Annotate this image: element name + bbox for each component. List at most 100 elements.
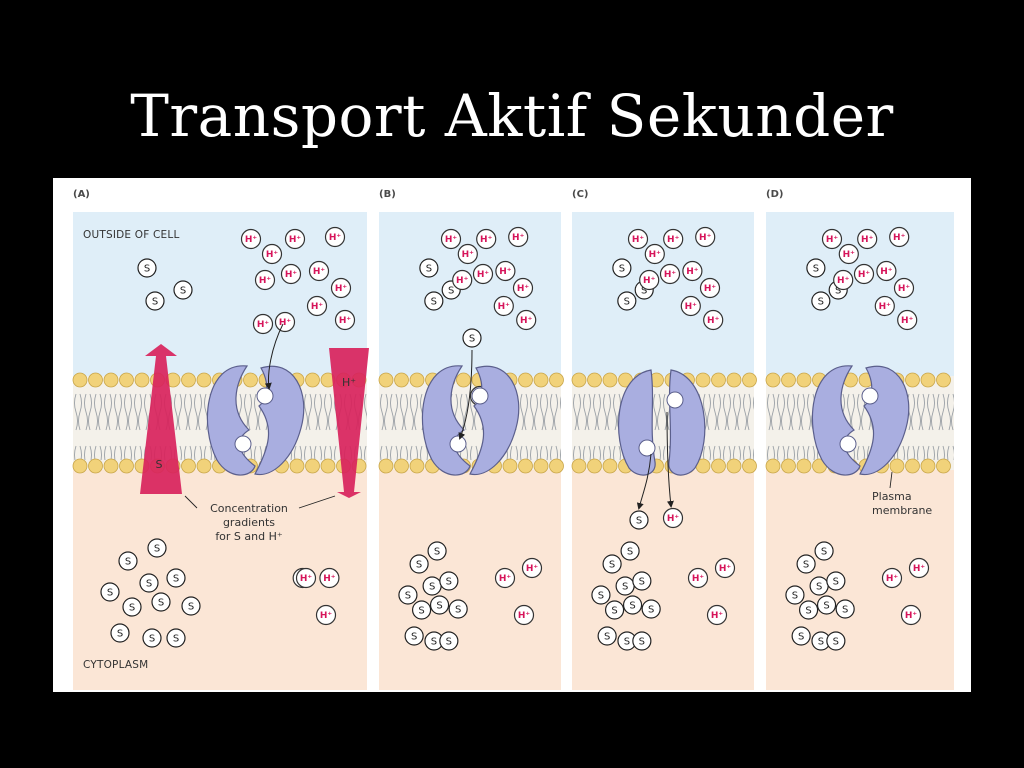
substrate-label: S	[149, 634, 155, 645]
substrate-label: S	[173, 574, 179, 585]
substrate-molecule: S	[122, 597, 142, 617]
substrate-label: S	[469, 334, 475, 345]
substrate-label: S	[180, 286, 186, 297]
proton-molecule: H⁺	[881, 567, 903, 589]
proton-label: H⁺	[886, 574, 899, 584]
substrate-label: S	[429, 582, 435, 593]
proton-molecule: H⁺	[853, 263, 875, 285]
substrate-molecule: S	[429, 595, 450, 615]
substrate-label: S	[173, 634, 179, 645]
proton-label: H⁺	[704, 284, 717, 294]
proton-label: H⁺	[719, 564, 732, 574]
lipid-tails	[379, 386, 561, 460]
substrate-label: S	[818, 637, 824, 648]
substrate-molecule: S	[422, 576, 442, 596]
proton-binding-site	[471, 387, 489, 405]
proton-label: H⁺	[289, 235, 302, 245]
substrate-label: S	[129, 603, 135, 614]
proton-molecule: H⁺	[452, 269, 473, 291]
protein-left-subunit	[811, 365, 861, 476]
substrate-label: S	[624, 637, 630, 648]
proton-label: H⁺	[879, 302, 892, 312]
substrate-molecule: S	[448, 599, 468, 619]
proton-molecule: H⁺	[315, 604, 337, 626]
substrate-label: S	[636, 516, 642, 527]
proton-label: H⁺	[880, 267, 893, 277]
substrate-label: S	[611, 606, 617, 617]
substrate-molecule: S	[110, 623, 130, 643]
proton-label: H⁺	[861, 235, 874, 245]
substrate-molecule: S	[798, 600, 819, 620]
proton-label: H⁺	[320, 611, 333, 621]
proton-molecule: H⁺	[319, 567, 340, 589]
substrate-molecule: S	[809, 576, 829, 596]
substrate-label: S	[803, 560, 809, 571]
substrate-molecule: S	[142, 628, 162, 648]
substrate-binding-site	[449, 435, 467, 453]
substrate-molecule: S	[411, 600, 432, 620]
substrate-label: S	[798, 632, 804, 643]
proton-molecule: H⁺	[334, 309, 356, 331]
substrate-molecule: S	[439, 631, 459, 651]
proton-label: H⁺	[445, 235, 458, 245]
substrate-label: S	[624, 297, 630, 308]
proton-molecule: H⁺	[838, 243, 859, 265]
substrate-label: S	[805, 606, 811, 617]
substrate-molecule: S	[602, 554, 622, 574]
proton-molecule: H⁺	[240, 228, 262, 250]
proton-molecule: H⁺	[513, 604, 535, 626]
proton-molecule: H⁺	[457, 243, 478, 265]
substrate-molecule: S	[811, 291, 831, 311]
proton-label: H⁺	[517, 284, 530, 294]
substrate-molecule: S	[612, 258, 632, 278]
substrate-molecule: S	[620, 541, 640, 561]
proton-molecule: H⁺	[495, 260, 516, 282]
substrate-label: S	[125, 557, 131, 568]
gradient-pointer-left	[184, 495, 198, 509]
substrate-label: S	[152, 297, 158, 308]
substrate-label: S	[446, 637, 452, 648]
gradient-caption-line: for S and H⁺	[215, 530, 283, 543]
substrate-molecule: S	[826, 571, 846, 591]
membrane-caption-line: membrane	[872, 504, 932, 517]
substrate-label: S	[436, 601, 442, 612]
proton-label: H⁺	[667, 514, 680, 524]
substrate-molecule: S	[796, 554, 816, 574]
substrate-binding-site	[234, 435, 252, 453]
proton-label: H⁺	[632, 235, 645, 245]
proton-molecule: H⁺	[254, 269, 276, 291]
substrate-label: S	[639, 577, 645, 588]
substrate-label: S	[842, 605, 848, 616]
extracellular-region	[572, 212, 754, 380]
substrate-molecule: S	[166, 628, 186, 648]
substrate-molecule: S	[427, 541, 447, 561]
substrate-molecule: S	[137, 258, 157, 278]
substrate-label: S	[619, 264, 625, 275]
proton-molecule: H⁺	[663, 228, 684, 250]
proton-molecule: H⁺	[703, 309, 724, 331]
proton-label: H⁺	[329, 233, 342, 243]
proton-molecule: H⁺	[821, 228, 843, 250]
proton-label: H⁺	[905, 611, 918, 621]
substrate-label: S	[622, 582, 628, 593]
proton-label: H⁺	[266, 250, 279, 260]
substrate-molecule: S	[785, 585, 805, 605]
proton-label: H⁺	[313, 267, 326, 277]
substrate-label: S	[416, 560, 422, 571]
proton-molecule: H⁺	[476, 228, 497, 250]
proton-label: H⁺	[664, 270, 677, 280]
substrate-label: S	[144, 264, 150, 275]
substrate-molecule: S	[791, 626, 811, 646]
lipid-tails	[766, 386, 954, 460]
proton-molecule: H⁺	[512, 277, 534, 299]
gradient-pointer-right	[298, 495, 336, 509]
substrate-label: S	[448, 286, 454, 297]
substrate-molecule: S	[597, 626, 617, 646]
proton-molecule: H⁺	[874, 295, 895, 317]
substrate-molecule: S	[641, 599, 661, 619]
substrate-molecule: S	[462, 328, 482, 348]
